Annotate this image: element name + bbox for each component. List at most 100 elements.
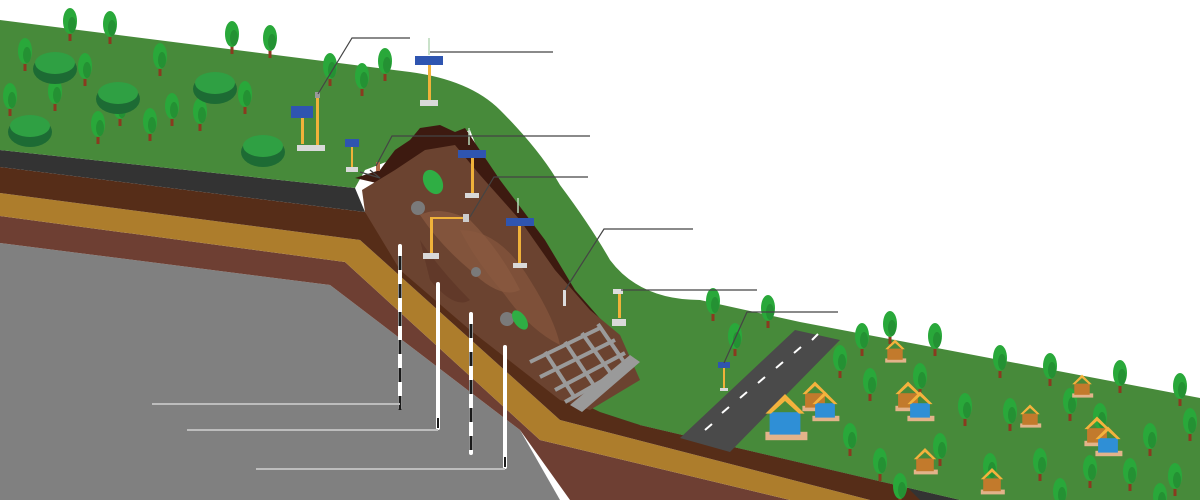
boulder — [411, 201, 425, 215]
house-icon — [765, 394, 808, 441]
tree-icon — [193, 98, 207, 131]
leader-line — [469, 176, 588, 218]
tree-icon — [993, 345, 1007, 378]
tree-icon — [843, 423, 857, 456]
rain-gauge-icon — [315, 92, 320, 98]
bush-icon — [241, 135, 285, 167]
tree-icon — [18, 38, 32, 71]
tree-icon — [913, 363, 927, 396]
bush-icon — [33, 52, 77, 84]
tree-icon — [1153, 483, 1167, 500]
tree-icon — [706, 288, 720, 321]
tree-icon — [1003, 398, 1017, 431]
leader-line — [317, 37, 410, 95]
tree-icon — [893, 473, 907, 500]
house-icon — [907, 391, 935, 422]
road-markings — [704, 333, 819, 431]
tree-icon — [1033, 448, 1047, 481]
upper-hill-grass — [0, 20, 1200, 500]
solar-gnss-icon — [345, 139, 359, 147]
boulder — [500, 312, 514, 326]
tree-icon — [1143, 423, 1157, 456]
house-icon — [980, 468, 1005, 495]
roadside-alarm[interactable] — [718, 362, 730, 391]
tree-icon — [1083, 455, 1097, 488]
leader-line — [359, 169, 381, 179]
bedrock-layer — [0, 243, 560, 500]
leader-line — [564, 228, 693, 291]
tree-icon — [1173, 373, 1187, 406]
tree-icon — [63, 8, 77, 41]
tree-icon — [1043, 353, 1057, 386]
tree-icon — [378, 48, 392, 81]
instruments — [291, 38, 730, 469]
tree-icon — [928, 323, 942, 356]
house-icon — [913, 448, 938, 475]
tree-icon — [48, 78, 62, 111]
slide-streak-2 — [460, 230, 560, 345]
tree-icon — [225, 21, 239, 54]
solar-gnss-icon — [415, 56, 443, 65]
house-icon — [812, 391, 840, 422]
houses — [765, 339, 1123, 495]
bush-icon — [96, 82, 140, 114]
inclinometer-icon — [436, 282, 440, 430]
tree-icon — [153, 43, 167, 76]
clay-layer — [0, 216, 790, 500]
crack-meter-icon[interactable] — [563, 290, 566, 306]
tree-icon — [958, 393, 972, 426]
inclinometer-icon — [469, 312, 473, 455]
house-icon — [1020, 404, 1042, 428]
sand-layer — [0, 193, 870, 500]
bush-icon — [193, 72, 237, 104]
tree-icon — [863, 368, 877, 401]
tree-icon — [143, 108, 157, 141]
tree-icon — [355, 63, 369, 96]
slide-streak-3 — [420, 240, 470, 303]
tree-icon — [1168, 463, 1182, 496]
fallen-tree — [512, 310, 528, 330]
tree-icon — [238, 81, 252, 114]
gnss-station-lower[interactable] — [506, 198, 534, 268]
tree-icon — [1113, 360, 1127, 393]
tree-icon — [1123, 458, 1137, 491]
fallen-tree — [422, 169, 444, 195]
leader-line — [723, 311, 838, 364]
surface-displacement-sensor[interactable] — [423, 214, 469, 259]
tree-icon — [165, 93, 179, 126]
tree-icon — [78, 53, 92, 86]
displacement-sensor-icon — [463, 214, 469, 222]
borehole-inclinometers — [398, 244, 507, 469]
boulder — [471, 267, 481, 277]
tree-icon — [855, 323, 869, 356]
solar-gnss-icon — [291, 106, 313, 118]
topsoil-layer — [0, 150, 365, 212]
callout-leaders — [152, 37, 838, 470]
road-surface — [680, 330, 840, 452]
tree-icon — [1053, 478, 1067, 500]
camera-station[interactable] — [612, 289, 626, 326]
house-icon — [885, 339, 907, 363]
tree-icon — [1183, 408, 1197, 441]
solar-station-left[interactable] — [291, 92, 325, 151]
solar-gnss-icon — [458, 150, 486, 158]
alarm-icon — [718, 362, 730, 368]
gnss-station-top[interactable] — [415, 38, 443, 106]
tree-icon — [933, 433, 947, 466]
tree-icon — [833, 345, 847, 378]
crack-meter-icon — [376, 162, 380, 171]
house-icon — [1095, 426, 1123, 457]
tree-icon — [873, 448, 887, 481]
tree-icon — [883, 311, 897, 344]
grass-surface — [0, 20, 1200, 500]
camera-icon — [613, 289, 623, 294]
solar-gnss-icon — [506, 218, 534, 226]
tree-icon — [263, 25, 277, 58]
bush-icon — [8, 115, 52, 147]
bushes — [8, 52, 285, 167]
tree-icon — [3, 83, 17, 116]
road[interactable] — [680, 330, 840, 452]
solar-station-small[interactable] — [345, 139, 380, 172]
tree-icon — [103, 11, 117, 44]
